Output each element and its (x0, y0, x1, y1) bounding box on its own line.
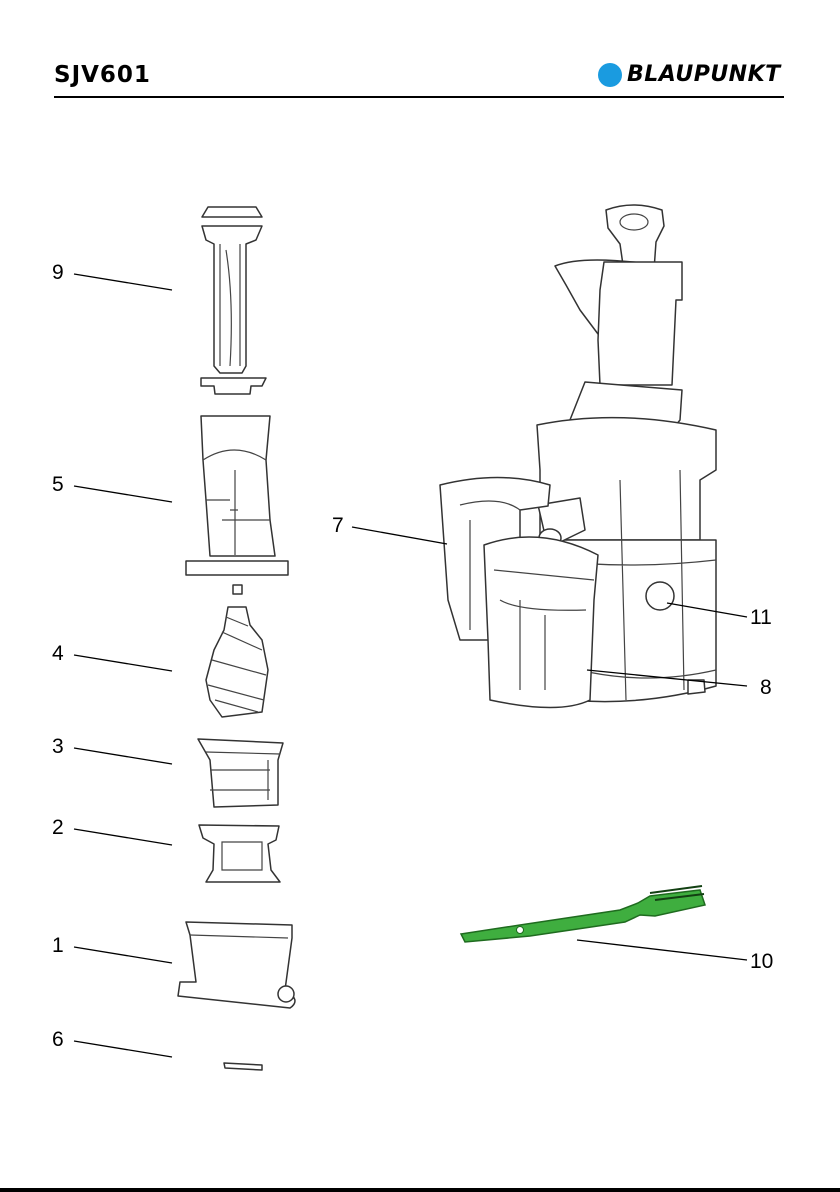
callout-1: 1 (52, 935, 64, 956)
part-2-holder (199, 825, 280, 882)
part-5-drum (186, 416, 288, 594)
part-6-seal (224, 1063, 262, 1070)
callout-8: 8 (760, 677, 772, 698)
part-4-auger (206, 607, 268, 717)
callout-2: 2 (52, 817, 64, 838)
callout-9: 9 (52, 262, 64, 283)
callout-6: 6 (52, 1029, 64, 1050)
part-1-bowl (178, 922, 295, 1008)
callout-7: 7 (332, 515, 344, 536)
part-10-brush (461, 886, 705, 942)
callout-10: 10 (750, 951, 773, 972)
callout-11: 11 (750, 607, 772, 628)
callout-3: 3 (52, 736, 64, 757)
footer-rule (0, 1188, 840, 1192)
part-3-filter (198, 739, 283, 807)
part-9-pusher (201, 207, 266, 394)
callout-5: 5 (52, 474, 64, 495)
assembled-juicer (440, 205, 716, 708)
callout-4: 4 (52, 643, 64, 664)
